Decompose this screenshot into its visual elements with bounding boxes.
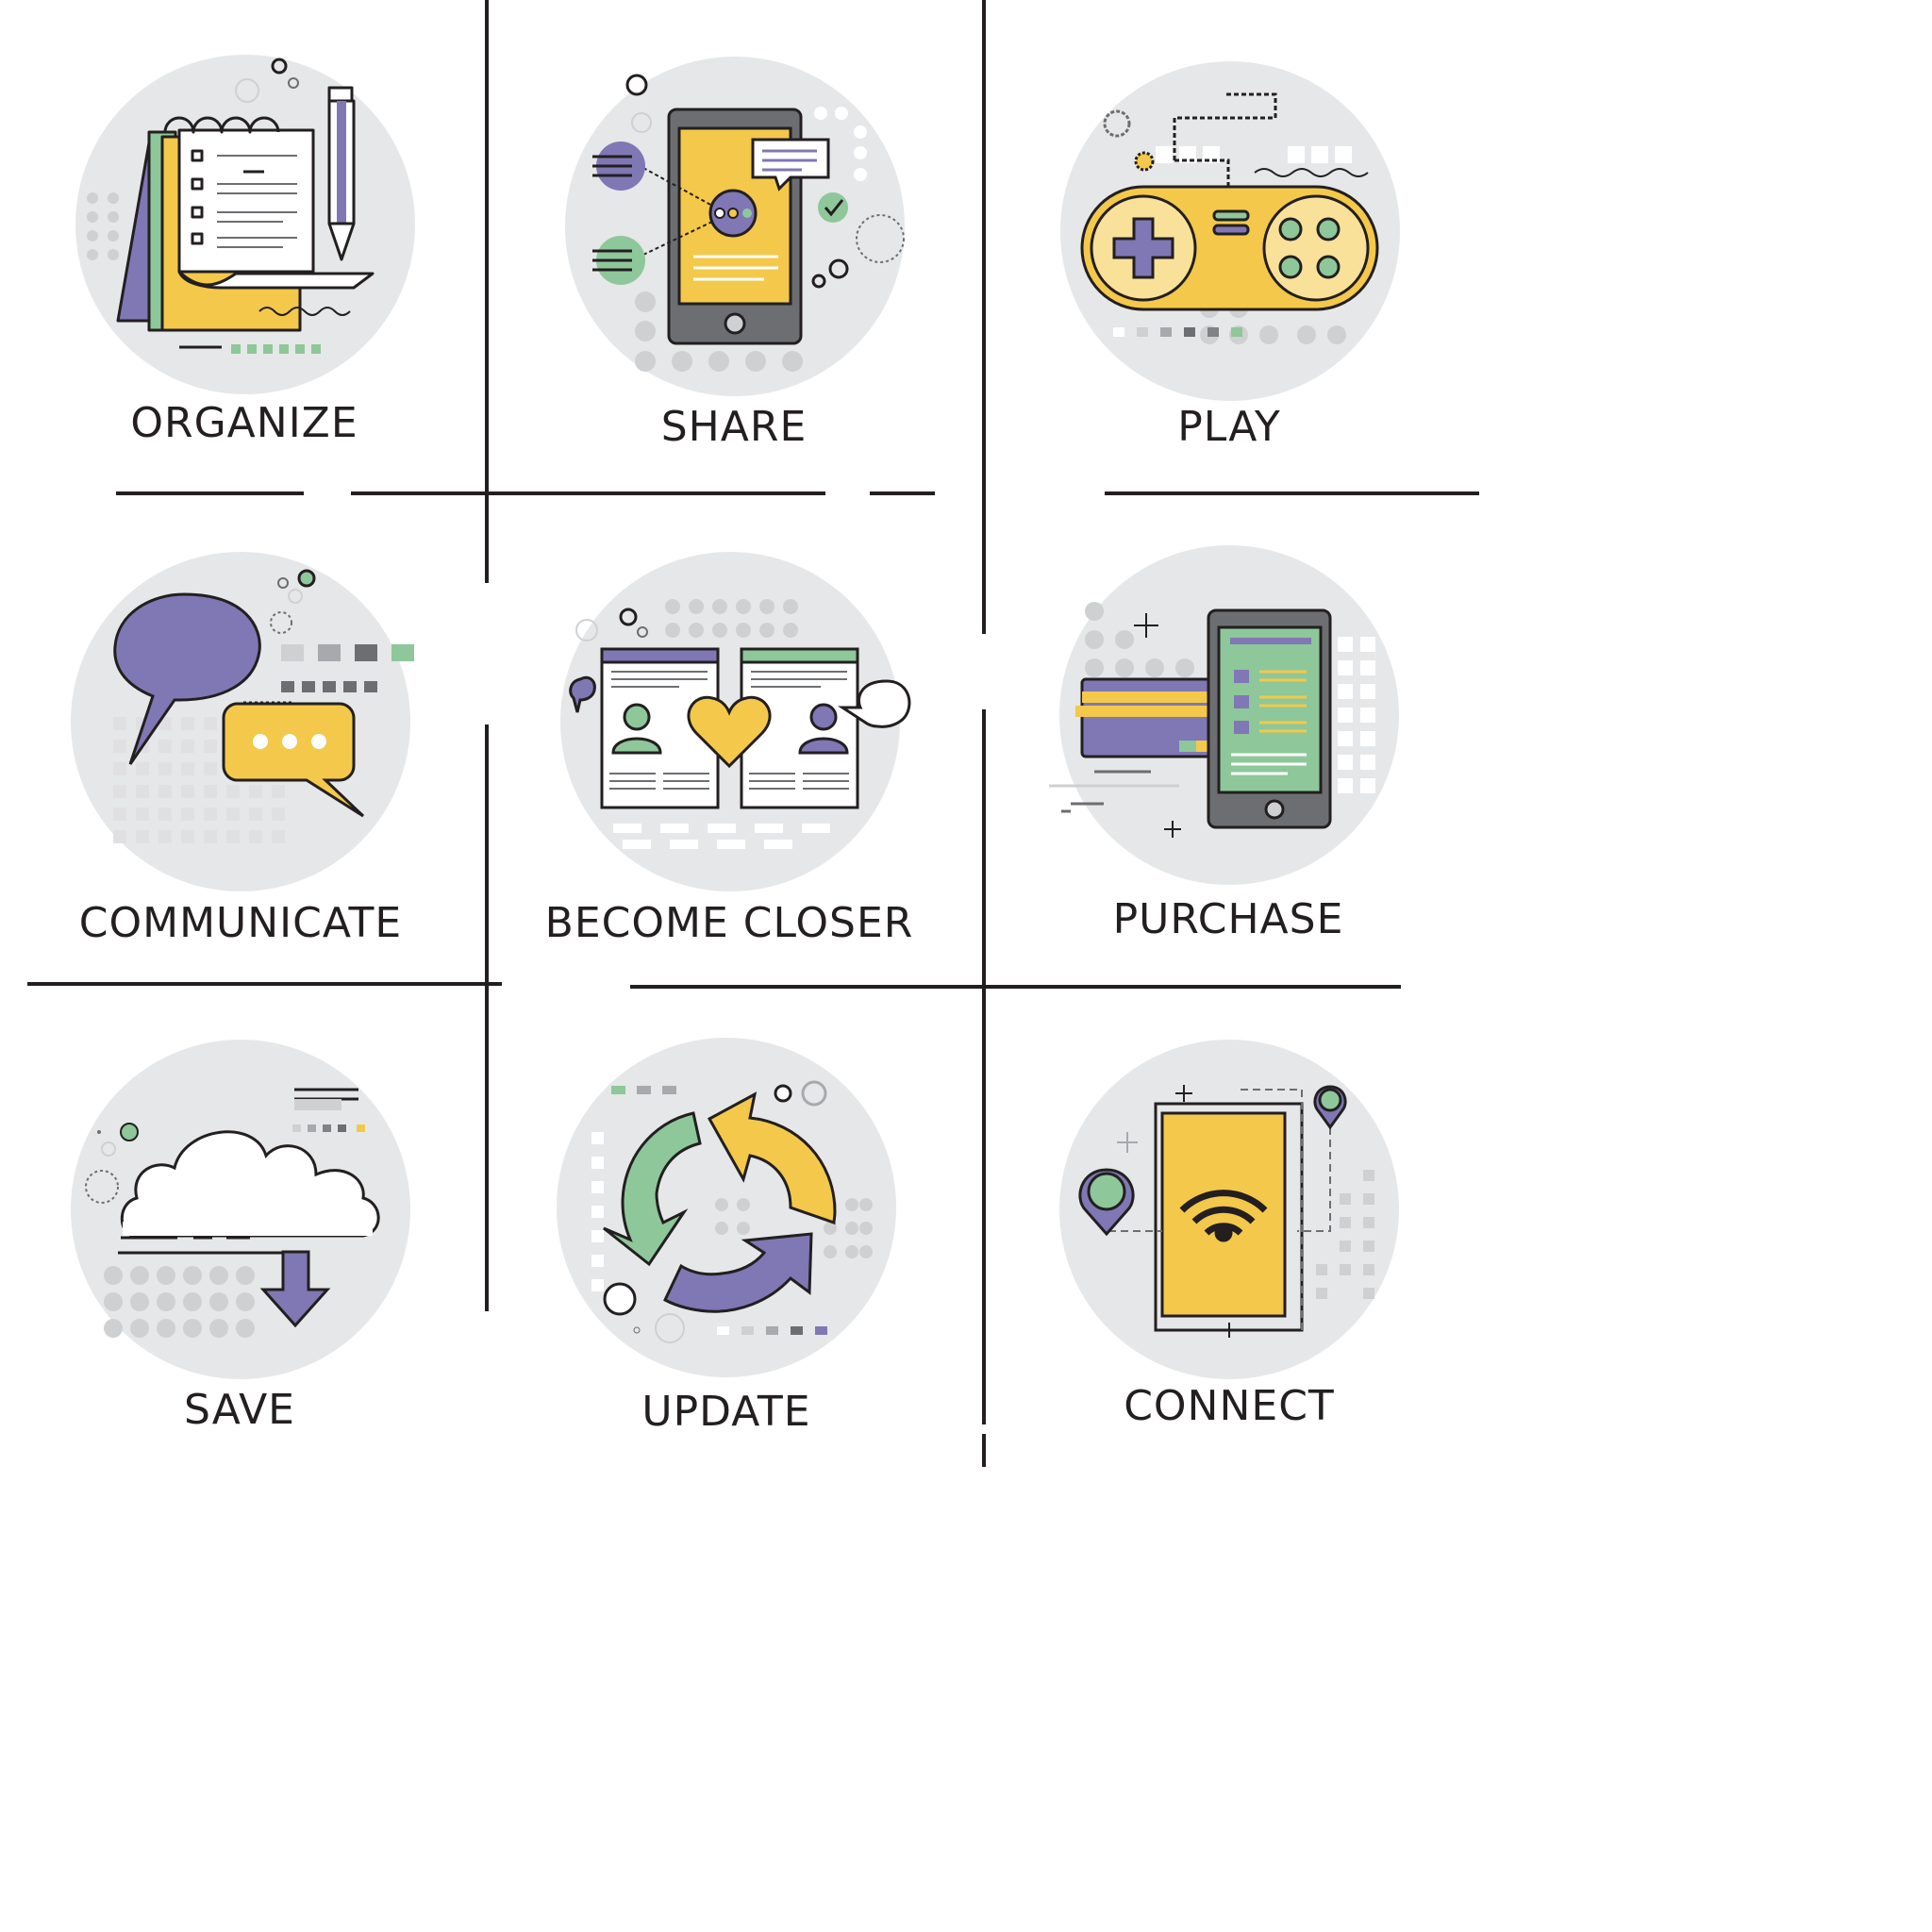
label-share: SHARE [660, 403, 808, 451]
label-purchase: PURCHASE [1112, 895, 1344, 943]
profiles-heart-icon [569, 599, 911, 849]
label-organize: ORGANIZE [130, 399, 358, 447]
speech-bubbles-icon [113, 569, 414, 843]
icon-grid-artwork [27, 0, 1479, 1467]
wifi-device-icon [1078, 1085, 1374, 1338]
grid-dividers [27, 0, 1479, 1467]
refresh-arrows-icon [591, 1080, 873, 1343]
gamepad-icon [1080, 92, 1379, 344]
label-connect: CONNECT [1124, 1382, 1335, 1430]
label-become-closer: BECOME CLOSER [544, 899, 914, 947]
label-play: PLAY [1177, 403, 1281, 451]
icon-grid: ORGANIZE SHARE PLAY COMMUNICATE BECOME C… [27, 0, 1479, 1467]
label-update: UPDATE [641, 1388, 811, 1436]
label-save: SAVE [184, 1386, 295, 1434]
smartphone-share-icon [592, 74, 905, 372]
notepad-checklist-pencil-icon [87, 58, 375, 354]
label-communicate: COMMUNICATE [78, 899, 403, 947]
cloud-download-icon [85, 1088, 380, 1338]
credit-card-phone-icon [1049, 602, 1375, 838]
